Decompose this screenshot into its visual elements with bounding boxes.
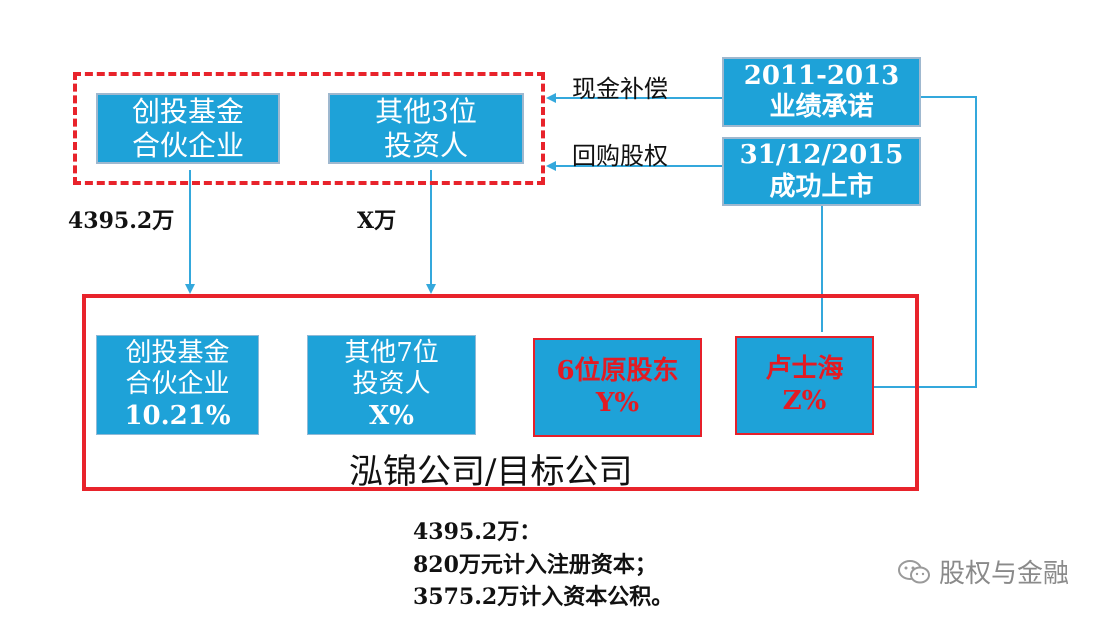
other-investors-line-1: 其他3位 <box>375 94 477 128</box>
note-line-1: 4395.2万： <box>413 519 542 545</box>
shareholder-lushihai-label: 卢士海 <box>765 354 844 385</box>
shareholder-vc-fund-box: 创投基金 合伙企业 10.21% <box>96 335 259 435</box>
shareholder-vc-fund-line-2: 合伙企业 <box>125 369 230 400</box>
shareholder-other-investors-pct: X% <box>369 400 414 431</box>
cash-compensation-label: 现金补偿 <box>572 75 668 103</box>
ipo-label: 成功上市 <box>769 171 874 202</box>
investor-group-frame <box>73 72 545 185</box>
amount-b-label: X万 <box>357 208 397 234</box>
note-line-3: 3575.2万计入资本公积。 <box>413 584 674 610</box>
ipo-box: 31/12/2015 成功上市 <box>722 137 921 206</box>
company-name: 泓锦公司/目标公司 <box>349 452 633 492</box>
note-line-2: 820万元计入注册资本； <box>413 552 657 578</box>
other-investors-line-2: 投资人 <box>383 128 468 162</box>
ipo-date: 31/12/2015 <box>739 140 904 171</box>
other-investors-box: 其他3位 投资人 <box>328 93 524 164</box>
shareholder-lushihai-pct: Z% <box>782 385 827 416</box>
shareholder-other-investors-line-1: 其他7位 <box>344 338 439 369</box>
shareholder-original-six-label: 6位原股东 <box>556 356 679 387</box>
shareholder-original-six-box: 6位原股东 Y% <box>533 338 702 437</box>
amount-a-label: 4395.2万 <box>68 208 175 234</box>
performance-commitment-box: 2011-2013 业绩承诺 <box>722 57 921 127</box>
buyback-label: 回购股权 <box>572 142 668 170</box>
performance-label: 业绩承诺 <box>769 92 874 122</box>
vc-fund-line-1: 创投基金 <box>131 94 244 128</box>
line-performance-to-rail <box>874 96 977 388</box>
target-company-frame <box>82 294 919 491</box>
shareholder-other-investors-line-2: 投资人 <box>352 369 431 400</box>
wechat-icon <box>897 559 931 585</box>
shareholder-lushihai-box: 卢士海 Z% <box>735 336 874 435</box>
shareholder-vc-fund-pct: 10.21% <box>124 400 231 431</box>
watermark: 股权与金融 <box>897 553 1069 590</box>
watermark-text: 股权与金融 <box>939 559 1070 589</box>
shareholder-vc-fund-line-1: 创投基金 <box>125 338 230 369</box>
vc-fund-partnership-box: 创投基金 合伙企业 <box>96 93 280 164</box>
shareholder-other-investors-box: 其他7位 投资人 X% <box>307 335 476 435</box>
performance-years: 2011-2013 <box>743 60 900 91</box>
shareholder-original-six-pct: Y% <box>595 387 640 418</box>
vc-fund-line-2: 合伙企业 <box>131 128 244 162</box>
